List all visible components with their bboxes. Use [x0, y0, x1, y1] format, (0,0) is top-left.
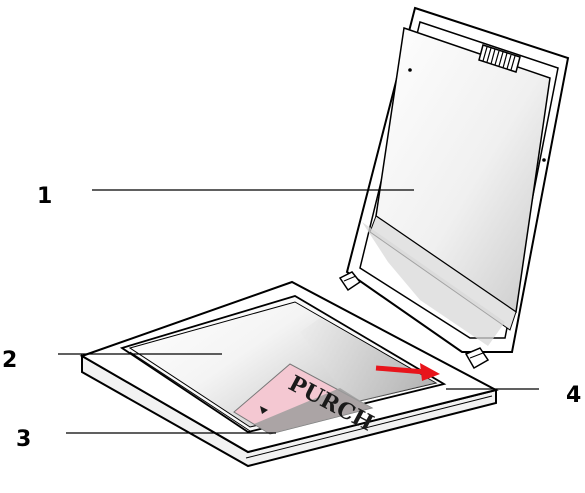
callout-label-4: 4: [566, 383, 581, 408]
scanner-lid: [347, 8, 568, 352]
callout-label-3: 3: [16, 427, 31, 452]
callout-label-2: 2: [2, 348, 17, 373]
callout-label-1: 1: [37, 184, 52, 209]
